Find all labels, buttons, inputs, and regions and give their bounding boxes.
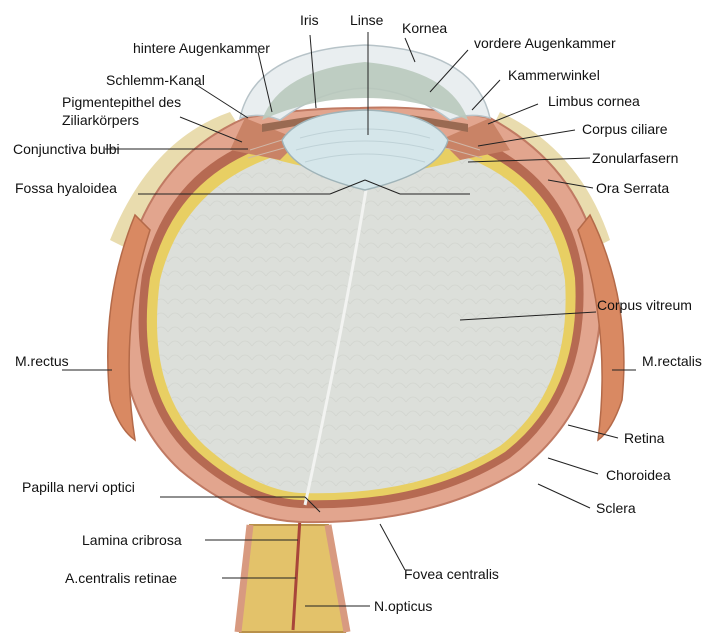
label-m-rectalis: M.rectalis (642, 353, 702, 369)
label-corpus-vitreum: Corpus vitreum (597, 297, 692, 313)
label-choroidea: Choroidea (606, 467, 671, 483)
label-fovea-centralis: Fovea centralis (404, 566, 499, 582)
label-sclera: Sclera (596, 500, 636, 516)
label-fossa-hyaloidea: Fossa hyaloidea (15, 180, 117, 196)
label-ora-serrata: Ora Serrata (596, 180, 669, 196)
label-vordere-augenkammer: vordere Augenkammer (474, 35, 616, 51)
label-retina: Retina (624, 430, 664, 446)
label-papilla-nervi-optici: Papilla nervi optici (22, 479, 135, 495)
label-iris: Iris (300, 12, 319, 28)
label-lamina-cribrosa: Lamina cribrosa (82, 532, 182, 548)
label-a-centralis-retinae: A.centralis retinae (65, 570, 177, 586)
label-limbus-cornea: Limbus cornea (548, 93, 640, 109)
label-conjunctiva-bulbi: Conjunctiva bulbi (13, 141, 120, 157)
label-linse: Linse (350, 12, 383, 28)
label-pigmentepithel-line2: Ziliarkörpers (62, 112, 139, 128)
label-kornea: Kornea (402, 20, 447, 36)
label-zonularfasern: Zonularfasern (592, 150, 678, 166)
label-hintere-augenkammer: hintere Augenkammer (133, 40, 270, 56)
label-kammerwinkel: Kammerwinkel (508, 67, 600, 83)
label-schlemm-kanal: Schlemm-Kanal (106, 72, 205, 88)
label-pigmentepithel-line1: Pigmentepithel des (62, 94, 181, 110)
label-corpus-ciliare: Corpus ciliare (582, 121, 668, 137)
label-n-opticus: N.opticus (374, 598, 432, 614)
label-m-rectus: M.rectus (15, 353, 69, 369)
